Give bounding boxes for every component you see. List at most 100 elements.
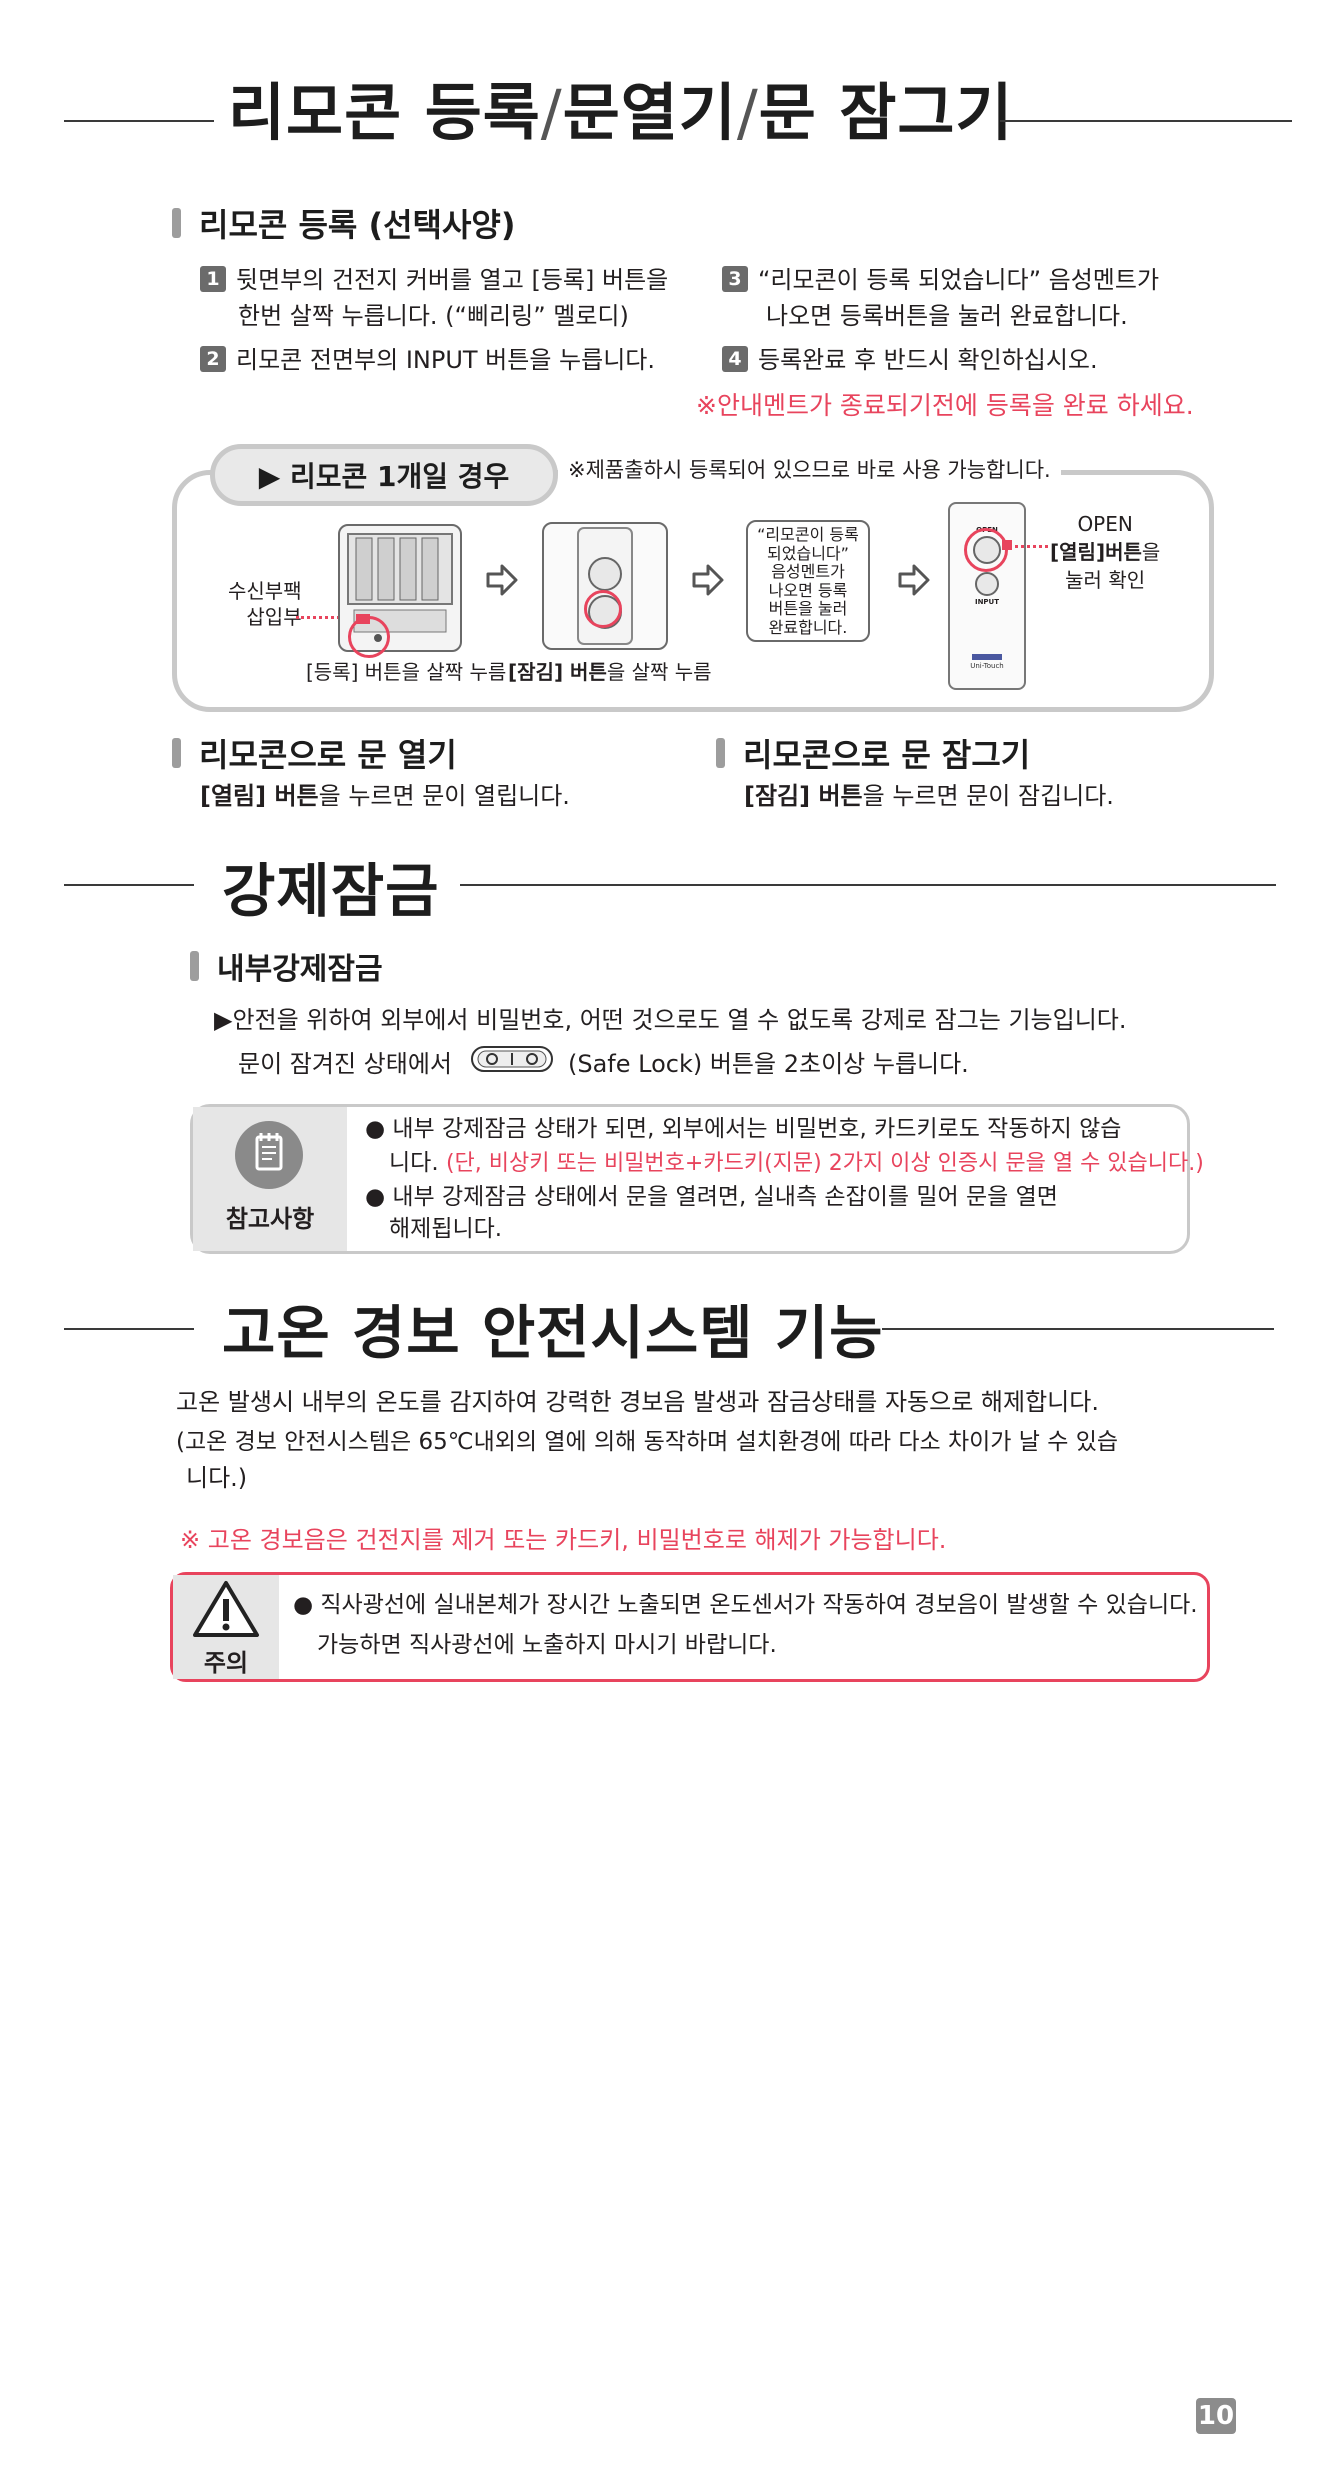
- warning-text: ※안내멘트가 종료되기전에 등록을 완료 하세요.: [696, 391, 1194, 420]
- register-heading-text: 리모콘 등록 (선택사양): [199, 206, 516, 244]
- step-number: 3: [722, 266, 748, 292]
- note-bullet-text: ● 내부 강제잠금 상태에서 문을 열려면, 실내측 손잡이를 밀어 문을 열면: [365, 1184, 1058, 1210]
- register-step-3: 3“리모콘이 등록 되었습니다” 음성멘트가: [722, 262, 1159, 298]
- voice-message-line: 버튼을 눌러: [768, 599, 848, 618]
- open-button-suffix: 을: [1141, 540, 1161, 564]
- step-text: 리모콘 전면부의 INPUT 버튼을 누릅니다.: [236, 346, 655, 374]
- remote-input-text: INPUT: [974, 598, 1000, 606]
- step-number: 1: [200, 266, 226, 292]
- section2-right-rule: [460, 884, 1276, 886]
- heading-bar: [190, 951, 199, 981]
- receiver-label-line: 수신부팩: [228, 579, 302, 603]
- reference-note-box: 참고사항 ● 내부 강제잠금 상태가 되면, 외부에서는 비밀번호, 카드키로도…: [190, 1104, 1204, 1254]
- register-heading: 리모콘 등록 (선택사양): [172, 200, 516, 246]
- lock-door-text: [잠김] 버튼을 누르면 문이 잠깁니다.: [744, 778, 1114, 814]
- heading-bar: [716, 738, 725, 768]
- diagram-pill: ▶ 리모콘 1개일 경우: [210, 444, 558, 506]
- open-pointer-dot: [1002, 540, 1012, 550]
- warning-triangle-icon: [191, 1579, 261, 1643]
- register-step-2: 2 리모콘 전면부의 INPUT 버튼을 누릅니다.: [200, 342, 655, 378]
- heading-bar: [172, 208, 181, 238]
- page-number: 10: [1197, 2401, 1235, 2431]
- voice-message-line: “리모콘이 등록: [757, 525, 859, 544]
- title-slash: /: [736, 76, 759, 149]
- confirm-label: 눌러 확인: [1065, 568, 1146, 592]
- arrow-right-icon: [896, 562, 932, 602]
- arrow-right-icon: [690, 562, 726, 602]
- reference-note-label: 참고사항: [225, 1205, 315, 1233]
- register-warning: ※안내멘트가 종료되기전에 등록을 완료 하세요.: [696, 388, 1194, 424]
- note-bullet-red-text: (단, 비상키 또는 비밀번호+카드키(지문) 2가지 이상 인증시 문을 열 …: [445, 1151, 1204, 1176]
- open-door-heading-text: 리모콘으로 문 열기: [199, 736, 457, 774]
- remote-front-icon: [577, 527, 633, 645]
- caution-line1: ● 직사광선에 실내본체가 장시간 노출되면 온도센서가 작동하여 경보음이 발…: [293, 1587, 1198, 1623]
- internal-lock-instruction-post: (Safe Lock) 버튼을 2초이상 누릅니다.: [567, 1050, 969, 1078]
- internal-lock-line1: ▶안전을 위하여 외부에서 비밀번호, 어떤 것으로도 열 수 없도록 강제로 …: [214, 1002, 1127, 1038]
- step-number: 4: [722, 346, 748, 372]
- register-step-3-line2: 나오면 등록버튼을 눌러 완료합니다.: [766, 298, 1128, 334]
- internal-lock-heading: 내부강제잠금: [190, 944, 383, 988]
- remote-front-image: [542, 522, 668, 650]
- voice-message-line: 되었습니다”: [767, 543, 849, 563]
- open-door-bold: [열림] 버튼: [200, 782, 319, 810]
- title-slash: /: [540, 76, 563, 149]
- caption-bold: [잠김] 버튼: [508, 660, 607, 684]
- note-bullet1-line1: ● 내부 강제잠금 상태가 되면, 외부에서는 비밀번호, 카드키로도 작동하지…: [365, 1111, 1121, 1147]
- section2-title: 강제잠금: [222, 844, 439, 928]
- lock-door-heading: 리모콘으로 문 잠그기: [716, 730, 1030, 776]
- section2-title-text: 강제잠금: [222, 857, 440, 925]
- open-label-group: OPEN [열림]버튼을 눌러 확인: [1050, 510, 1160, 594]
- lock-door-rest: 을 누르면 문이 잠깁니다.: [862, 782, 1114, 810]
- section1-right-rule: [1000, 120, 1292, 122]
- caution-label: 주의: [203, 1649, 249, 1677]
- voice-message-line: 완료합니다.: [768, 617, 848, 637]
- note-pad-icon: [235, 1121, 303, 1189]
- caption-text: [등록] 버튼을 살짝 누름: [306, 660, 507, 684]
- step-text: 등록완료 후 반드시 확인하십시오.: [758, 346, 1098, 374]
- step-text: 나오면 등록버튼을 눌러 완료합니다.: [766, 302, 1128, 330]
- caution-box: 주의 ● 직사광선에 실내본체가 장시간 노출되면 온도센서가 작동하여 경보음…: [170, 1572, 1210, 1682]
- internal-lock-description: ▶안전을 위하여 외부에서 비밀번호, 어떤 것으로도 열 수 없도록 강제로 …: [214, 1006, 1127, 1034]
- open-door-text: [열림] 버튼을 누르면 문이 열립니다.: [200, 778, 570, 814]
- arrow-right-icon: [484, 562, 520, 602]
- lock-door-bold: [잠김] 버튼: [744, 782, 863, 810]
- open-button-label: [열림]버튼: [1050, 540, 1142, 564]
- title-part-register: 리모콘 등록: [228, 76, 541, 149]
- register-step-4: 4 등록완료 후 반드시 확인하십시오.: [722, 342, 1098, 378]
- diagram-note-text: ※제품출하시 등록되어 있으므로 바로 사용 가능합니다.: [568, 458, 1051, 482]
- open-pointer-line: [1004, 545, 1048, 548]
- voice-message-box: “리모콘이 등록 되었습니다” 음성멘트가 나오면 등록 버튼을 눌러 완료합니…: [746, 520, 870, 642]
- voice-message-line: 나오면 등록: [768, 580, 848, 600]
- internal-lock-heading-text: 내부강제잠금: [217, 952, 383, 987]
- internal-lock-instruction-pre: 문이 잠겨진 상태에서: [238, 1050, 452, 1078]
- register-step-1-line2: 한번 살짝 누릅니다. (“삐리링” 멜로디): [238, 298, 629, 334]
- voice-message-line: 음성멘트가: [771, 562, 845, 581]
- register-button-highlight: [348, 616, 390, 658]
- receiver-pointer-line: [296, 616, 352, 619]
- step-text: 뒷면부의 건전지 커버를 열고 [등록] 버튼을: [236, 266, 669, 294]
- step-number: 2: [200, 346, 226, 372]
- receiver-label-line: 삽입부: [246, 605, 302, 629]
- battery-compartment-icon: [347, 533, 453, 642]
- heading-bar: [172, 738, 181, 768]
- section3-title: 고온 경보 안전시스템 기능: [222, 1286, 884, 1370]
- note-bullet2-line2: 해제됩니다.: [389, 1211, 502, 1247]
- note-bullet-text: 니다.: [389, 1150, 439, 1176]
- safe-lock-switch-icon: [470, 1044, 554, 1084]
- caution-line2: 가능하면 직사광선에 노출하지 마시기 바랍니다.: [317, 1627, 777, 1663]
- high-temp-text: (고온 경보 안전시스템은 65℃내외의 열에 의해 동작하며 설치환경에 따라…: [176, 1429, 1119, 1455]
- high-temp-text: 고온 발생시 내부의 온도를 감지하여 강력한 경보음 발생과 잠금상태를 자동…: [176, 1388, 1099, 1416]
- caption-register: [등록] 버튼을 살짝 누름: [306, 654, 506, 690]
- caption-text: 을 살짝 누름: [606, 660, 712, 684]
- note-bullet1-line2: 니다. (단, 비상키 또는 비밀번호+카드키(지문) 2가지 이상 인증시 문…: [389, 1145, 1204, 1182]
- high-temp-text: 니다.): [186, 1464, 248, 1492]
- open-label: OPEN: [1077, 512, 1133, 536]
- caution-text: ● 직사광선에 실내본체가 장시간 노출되면 온도센서가 작동하여 경보음이 발…: [293, 1592, 1198, 1618]
- high-temp-red-note-text: ※ 고온 경보음은 건전지를 제거 또는 카드키, 비밀번호로 해제가 가능합니…: [180, 1526, 947, 1554]
- diagram-note: ※제품출하시 등록되어 있으므로 바로 사용 가능합니다.: [558, 452, 1061, 488]
- section3-title-text: 고온 경보 안전시스템 기능: [222, 1299, 884, 1367]
- high-temp-para-line2: (고온 경보 안전시스템은 65℃내외의 열에 의해 동작하며 설치환경에 따라…: [176, 1424, 1118, 1460]
- note-bullet-text: 해제됩니다.: [389, 1216, 503, 1242]
- section2-left-rule: [64, 884, 194, 886]
- reference-note-label-panel: 참고사항: [193, 1107, 347, 1251]
